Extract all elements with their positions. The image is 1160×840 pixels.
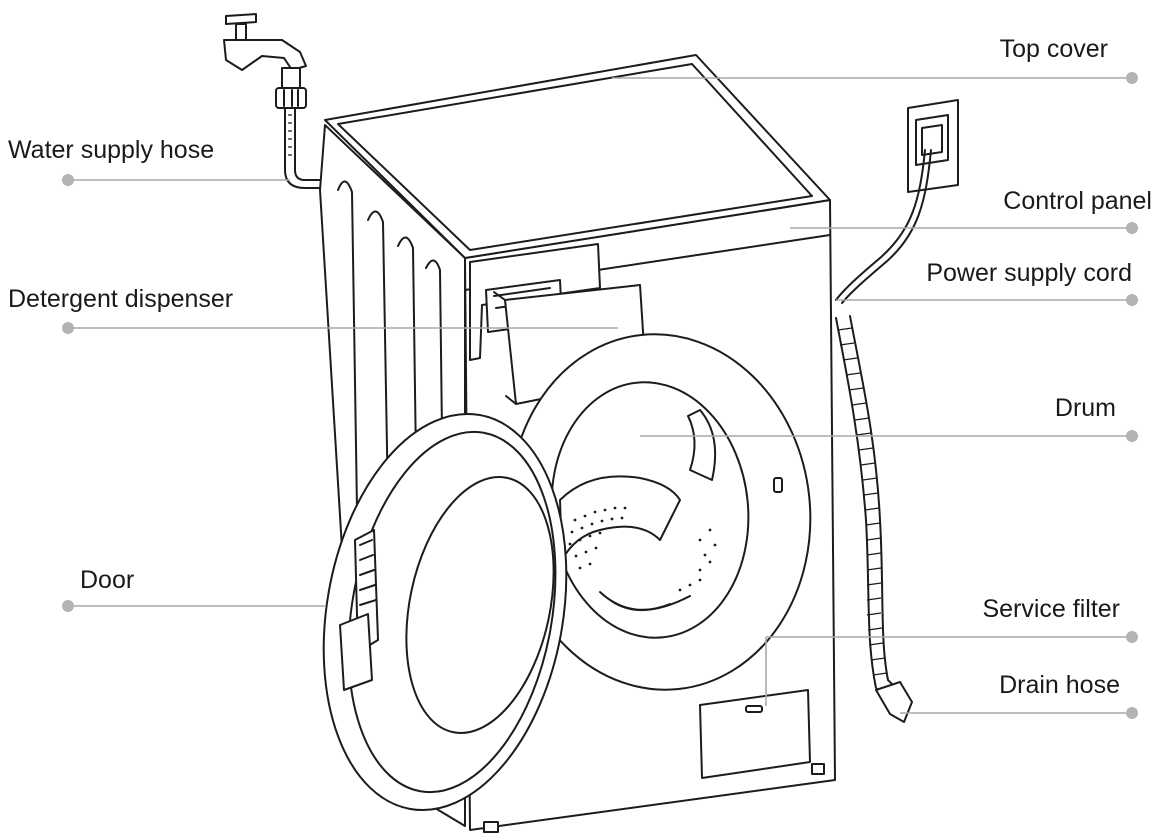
dispenser-housing	[469, 243, 601, 361]
water-supply-hose	[284, 107, 325, 189]
leader-dot	[1126, 707, 1138, 719]
callout-drum: Drum	[640, 394, 1138, 442]
leader-dot	[1126, 72, 1138, 84]
drain-hose-label: Drain hose	[999, 671, 1120, 699]
leader-dot	[1126, 222, 1138, 234]
drain-hose	[835, 315, 913, 723]
washing-machine-illustration	[223, 13, 959, 833]
service-filter-cover	[699, 689, 811, 779]
service-filter-label: Service filter	[982, 595, 1120, 623]
power-socket	[907, 99, 959, 193]
drum-interior	[559, 409, 717, 611]
leader-dot	[1126, 294, 1138, 306]
power-supply-cord-label: Power supply cord	[926, 259, 1132, 287]
detergent-dispenser-label: Detergent dispenser	[8, 285, 233, 313]
top-cover-label: Top cover	[1000, 35, 1108, 63]
callout-door: Door	[62, 566, 326, 612]
foot	[811, 763, 825, 775]
leader-dot	[1126, 631, 1138, 643]
leader-dot	[62, 600, 74, 612]
foot	[483, 821, 499, 833]
leader-dot	[62, 174, 74, 186]
faucet-icon	[223, 13, 307, 109]
leader-dot	[1126, 430, 1138, 442]
callout-top-cover: Top cover	[612, 35, 1138, 84]
power-supply-cord-line	[835, 149, 926, 301]
callout-power-supply-cord: Power supply cord	[836, 259, 1138, 306]
callout-service-filter: Service filter	[765, 595, 1138, 706]
drum-perforations	[568, 506, 717, 592]
callout-control-panel: Control panel	[790, 187, 1152, 234]
door	[322, 412, 568, 812]
callout-water-supply-hose: Water supply hose	[8, 136, 290, 186]
control-panel-label: Control panel	[1003, 187, 1152, 215]
callout-drain-hose: Drain hose	[900, 671, 1138, 719]
drum-label: Drum	[1055, 394, 1116, 422]
leader-dot	[62, 322, 74, 334]
door-label: Door	[80, 566, 134, 594]
callout-detergent-dispenser: Detergent dispenser	[8, 285, 618, 334]
water-supply-hose-label: Water supply hose	[8, 136, 214, 164]
